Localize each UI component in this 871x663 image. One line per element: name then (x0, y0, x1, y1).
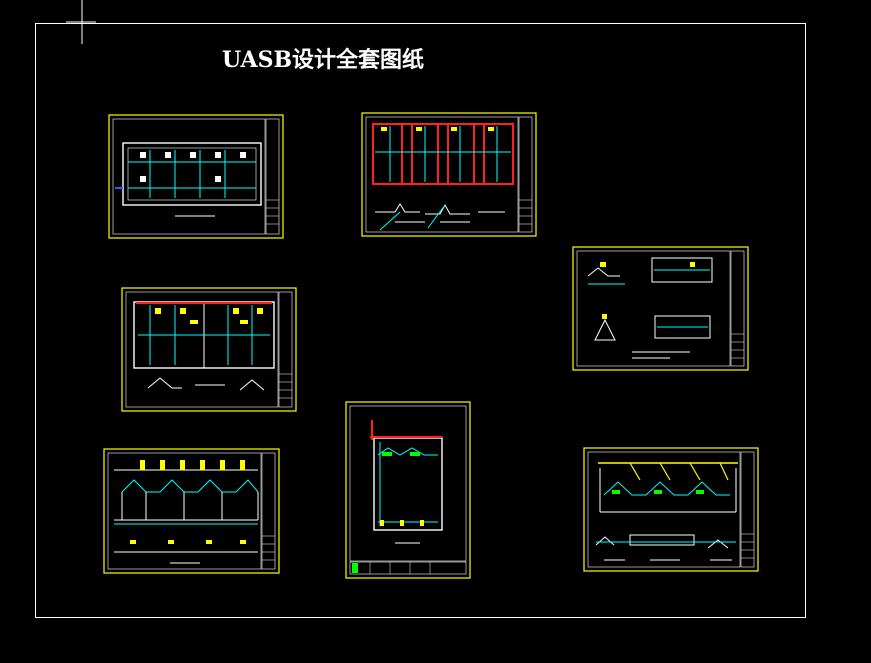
sheet-4[interactable] (121, 287, 297, 412)
outer-frame (35, 23, 806, 618)
sheet-1[interactable] (108, 114, 284, 239)
sheet-7[interactable] (583, 447, 759, 572)
sheet-5[interactable] (103, 448, 280, 574)
sheet-6[interactable] (345, 401, 471, 579)
page-title: UASB设计全套图纸 (222, 47, 425, 73)
sheet-3[interactable] (572, 246, 749, 371)
sheet-2[interactable] (361, 112, 537, 237)
crosshair-cursor-icon (66, 0, 96, 44)
